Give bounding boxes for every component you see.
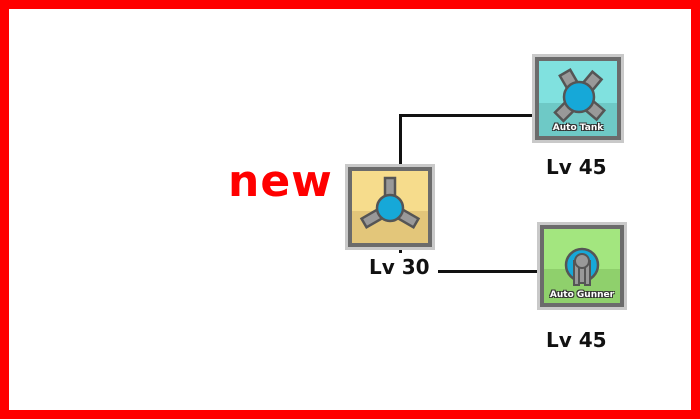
auto-gunner-card[interactable]: Auto Gunner: [537, 222, 627, 310]
auto-gunner-name: Auto Gunner: [549, 290, 615, 300]
auto-tank-level-label: Lv 45: [546, 155, 607, 179]
tri-barrel-tank-icon: [352, 171, 428, 243]
auto-tank-name: Auto Tank: [552, 123, 604, 133]
auto-gunner-icon: [544, 229, 620, 303]
connector-to-auto-tank: [399, 114, 532, 117]
auto-tank-card[interactable]: Auto Tank: [532, 54, 624, 143]
auto-tank-icon: [539, 61, 617, 136]
connector-stub: [399, 247, 402, 253]
auto-gunner-level-label: Lv 45: [546, 328, 607, 352]
new-overlay-text: new: [228, 156, 333, 207]
connector-vertical: [399, 114, 402, 166]
current-level-label: Lv 30: [369, 255, 430, 279]
connector-to-auto-gunner: [438, 270, 538, 273]
current-tank-card[interactable]: [345, 164, 435, 250]
